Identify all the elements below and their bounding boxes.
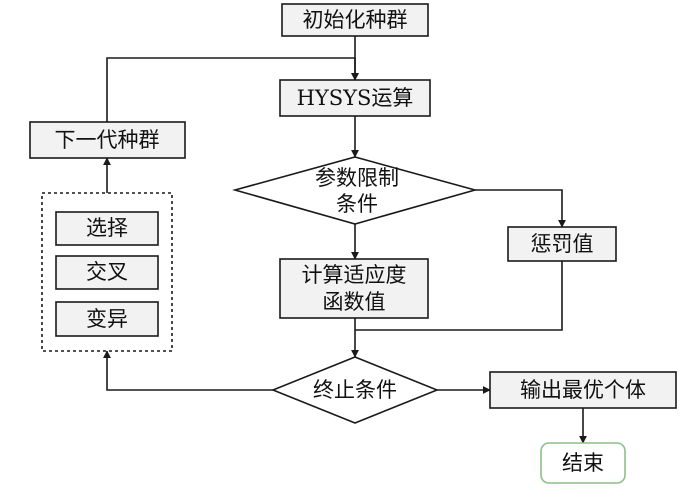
crossover-label: 交叉 (86, 260, 128, 284)
arrow-param-to-penalty (475, 189, 566, 228)
node-next-generation: 下一代种群 (29, 121, 186, 159)
param-limit-label-line2: 条件 (336, 192, 378, 216)
init-population-label: 初始化种群 (303, 8, 408, 32)
node-output-best: 输出最优个体 (489, 371, 677, 409)
selection-label: 选择 (86, 216, 128, 240)
end-label: 结束 (562, 451, 604, 475)
node-crossover: 交叉 (55, 255, 159, 290)
node-termination-decision: 终止条件 (270, 356, 440, 424)
next-generation-label: 下一代种群 (55, 128, 160, 152)
connectors (103, 36, 587, 444)
node-fitness-calc: 计算适应度 函数值 (279, 258, 429, 319)
mutation-label: 变异 (86, 307, 128, 331)
node-hysys-calc: HYSYS运算 (279, 79, 431, 117)
fitness-label-line2: 函数值 (323, 290, 386, 314)
node-penalty-value: 惩罚值 (507, 226, 617, 262)
node-mutation: 变异 (55, 301, 159, 337)
node-end: 结束 (540, 442, 626, 484)
node-selection: 选择 (55, 211, 159, 246)
termination-label: 终止条件 (313, 378, 397, 402)
arrow-termination-to-operators (103, 350, 273, 391)
node-init-population: 初始化种群 (281, 3, 429, 37)
hysys-calc-label: HYSYS运算 (297, 86, 414, 110)
arrow-next-gen-to-hysys (106, 57, 359, 122)
penalty-value-label: 惩罚值 (531, 232, 594, 256)
output-best-label: 输出最优个体 (520, 378, 646, 402)
line-penalty-to-termination (355, 261, 563, 331)
fitness-label-line1: 计算适应度 (302, 263, 407, 287)
genetic-operators-group: 选择 交叉 变异 (41, 192, 173, 352)
param-limit-label-line1: 参数限制 (315, 166, 399, 190)
node-param-limit-decision: 参数限制 条件 (232, 156, 478, 225)
